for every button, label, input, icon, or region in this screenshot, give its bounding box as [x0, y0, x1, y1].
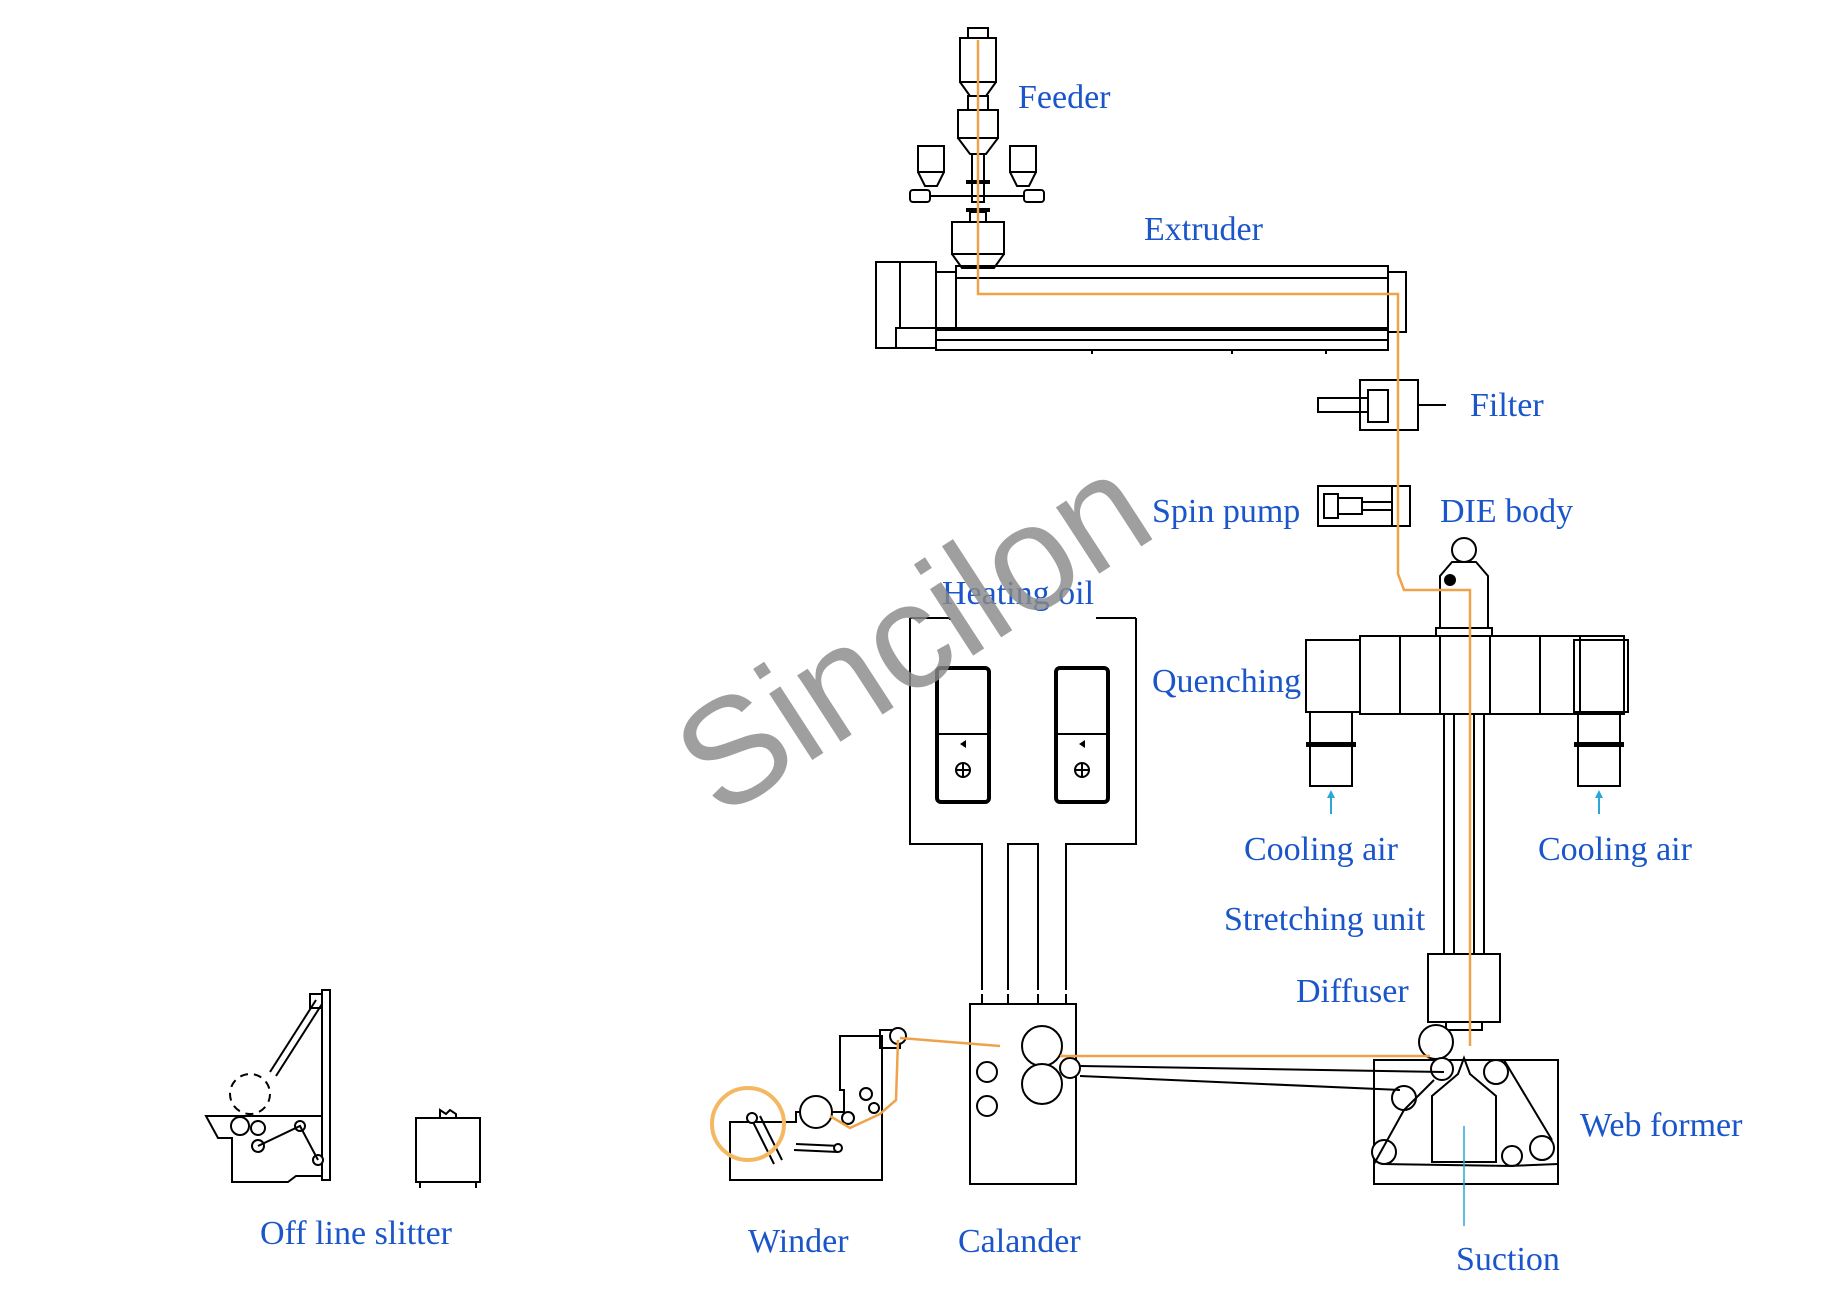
label-winder: Winder [748, 1223, 849, 1260]
web-path-lines [1079, 1065, 1445, 1091]
flow-winder-to-calander [829, 1036, 1001, 1130]
material-flow-line [829, 40, 1472, 1130]
winder-machine [710, 1027, 907, 1181]
die-body [1435, 537, 1493, 637]
label-die-body: DIE body [1440, 493, 1573, 530]
off-line-slitter-machine [204, 989, 331, 1183]
label-feeder: Feeder [1018, 79, 1111, 116]
label-heating-oil: Heating oil [942, 575, 1094, 612]
calander-machine [969, 994, 1081, 1185]
label-stretching-unit: Stretching unit [1224, 901, 1426, 938]
label-suction: Suction [1456, 1241, 1560, 1278]
cooling-air-arrow-right [1595, 790, 1603, 814]
label-diffuser: Diffuser [1296, 973, 1409, 1010]
filter-unit [1317, 379, 1446, 431]
web-former [1371, 1024, 1559, 1226]
label-web-former: Web former [1580, 1107, 1743, 1144]
label-calander: Calander [958, 1223, 1081, 1260]
label-extruder: Extruder [1144, 211, 1264, 248]
flow-feeder-to-extruder [976, 40, 1472, 1046]
heating-oil-system [909, 617, 1137, 990]
label-spin-pump: Spin pump [1152, 493, 1300, 530]
quenching-chamber [1305, 635, 1629, 787]
label-quenching: Quenching [1152, 663, 1301, 700]
extruder-machine [875, 261, 1407, 354]
label-off-line-slitter: Off line slitter [260, 1215, 453, 1252]
label-filter: Filter [1470, 387, 1544, 424]
labels: Feeder Extruder Filter Spin pump DIE bod… [260, 79, 1743, 1278]
label-cooling-air-left: Cooling air [1244, 831, 1399, 868]
label-cooling-air-right: Cooling air [1538, 831, 1693, 868]
diffuser [1427, 953, 1501, 1031]
cooling-air-arrow-left [1327, 790, 1335, 814]
spin-pump [1317, 485, 1411, 527]
stretching-unit [1443, 713, 1485, 955]
slitter-box [415, 1108, 481, 1188]
